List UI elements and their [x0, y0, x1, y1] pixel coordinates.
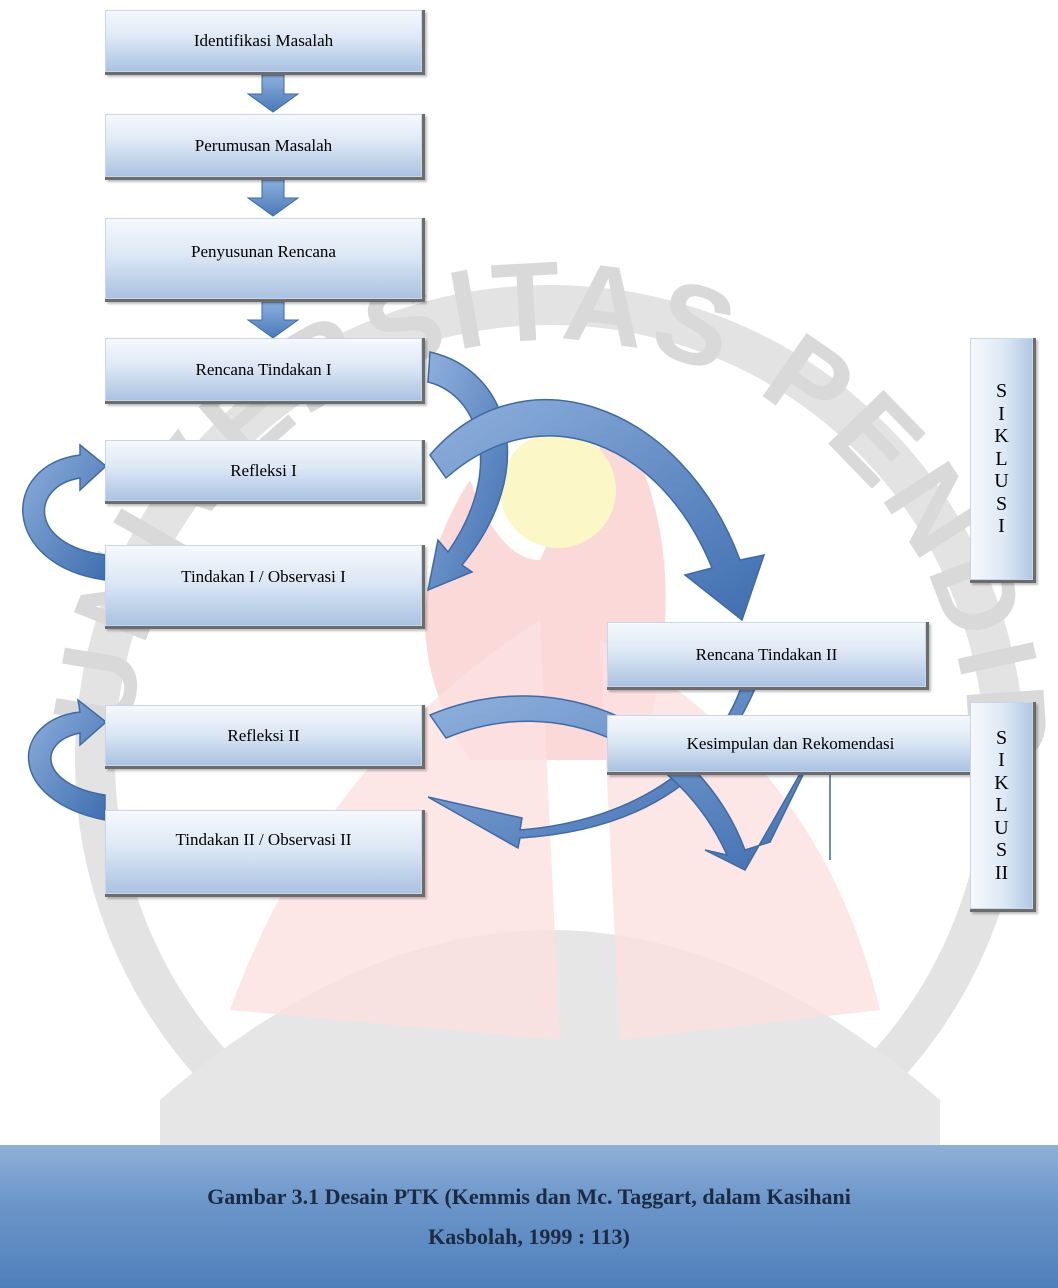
box-label: Refleksi II: [227, 725, 300, 745]
down-arrow-2: [246, 179, 300, 217]
figure-caption: Gambar 3.1 Desain PTK (Kemmis dan Mc. Ta…: [0, 1145, 1058, 1288]
siklus-letter: I: [998, 402, 1005, 425]
siklus-letter: I: [998, 515, 1005, 538]
box-label: Tindakan II / Observasi II: [175, 830, 352, 849]
box-rencana-tindakan-2: Rencana Tindakan II: [607, 622, 929, 690]
box-label: Rencana Tindakan II: [695, 644, 838, 664]
siklus-2-label: S I K L U S II: [970, 702, 1036, 912]
box-tindakan-observasi-2: Tindakan II / Observasi II: [105, 810, 425, 897]
siklus-letter: S: [995, 492, 1008, 515]
curved-arrow-refleksi1-to-rencana2: [429, 399, 766, 622]
siklus-letter: S: [995, 839, 1008, 862]
caption-line-2: Kasbolah, 1999 : 113): [428, 1224, 630, 1249]
box-label: Rencana Tindakan I: [195, 359, 332, 379]
box-refleksi-2: Refleksi II: [105, 705, 425, 769]
box-label: Perumusan Masalah: [194, 135, 333, 155]
box-kesimpulan-rekomendasi: Kesimpulan dan Rekomendasi: [607, 715, 977, 775]
box-perumusan-masalah: Perumusan Masalah: [105, 114, 425, 180]
box-penyusunan-rencana: Penyusunan Rencana: [105, 218, 425, 302]
box-label: Kesimpulan dan Rekomendasi: [686, 733, 895, 753]
curved-arrow-rencana1-to-tindakan1: [426, 351, 509, 592]
box-label: Penyusunan Rencana: [191, 242, 336, 261]
box-tindakan-observasi-1: Tindakan I / Observasi I: [105, 545, 425, 629]
caption-line-1: Gambar 3.1 Desain PTK (Kemmis dan Mc. Ta…: [207, 1184, 851, 1209]
siklus-letter: S: [995, 380, 1008, 403]
box-label: Tindakan I / Observasi I: [181, 567, 346, 586]
siklus-letter: U: [994, 470, 1009, 493]
box-rencana-tindakan-1: Rencana Tindakan I: [105, 338, 425, 404]
down-arrow-3: [246, 301, 300, 339]
siklus-letter: L: [995, 794, 1008, 817]
siklus-letter: S: [995, 726, 1008, 749]
siklus-letter: K: [994, 425, 1009, 448]
down-arrow-1: [246, 74, 300, 113]
siklus-letter: I: [998, 749, 1005, 772]
box-label: Refleksi I: [230, 460, 297, 480]
siklus-letter: K: [994, 771, 1009, 794]
box-identifikasi-masalah: Identifikasi Masalah: [105, 10, 425, 75]
box-label: Identifikasi Masalah: [193, 31, 334, 50]
siklus-letter: L: [995, 447, 1008, 470]
box-refleksi-1: Refleksi I: [105, 440, 425, 504]
watermark-dot: [500, 432, 616, 548]
siklus-1-label: S I K L U S I: [970, 338, 1036, 583]
curved-arrow-tindakan2-to-refleksi2: [28, 698, 108, 821]
curved-arrow-tindakan1-to-refleksi1: [22, 443, 108, 581]
siklus-letter: II: [994, 861, 1009, 884]
siklus-letter: U: [994, 816, 1009, 839]
